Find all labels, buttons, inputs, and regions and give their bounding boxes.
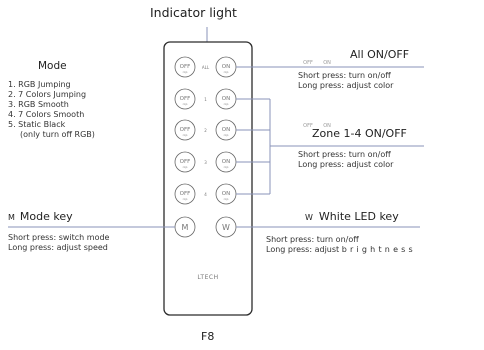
- mode-item: 1. RGB Jumping: [8, 80, 71, 89]
- white-key-label: White LED key: [318, 210, 399, 223]
- btn-subtext: rcp: [224, 165, 229, 169]
- btn-text: ON: [222, 96, 230, 102]
- zone-on-mini: ON: [323, 123, 331, 129]
- all-onoff-short: Short press: turn on/off: [298, 71, 391, 80]
- btn-text: ON: [222, 127, 230, 133]
- row-tag-3: 3: [204, 160, 207, 165]
- row-tag-4: 4: [204, 192, 207, 197]
- mode-key-long: Long press: adjust speed: [8, 243, 108, 252]
- btn-subtext: rcp: [224, 133, 229, 137]
- all-onoff-icons: OFF ON: [301, 49, 335, 68]
- zone-onoff-desc: Short press: turn on/off Long press: adj…: [298, 150, 393, 170]
- zone-off-mini: OFF: [303, 123, 313, 129]
- mode-item: 4. 7 Colors Smooth: [8, 110, 85, 119]
- btn-subtext: rcp: [183, 70, 188, 74]
- zone-onoff-short: Short press: turn on/off: [298, 150, 391, 159]
- btn-text: OFF: [180, 191, 191, 197]
- mode-button-letter: M: [182, 223, 189, 232]
- zone-onoff-label: Zone 1-4 ON/OFF: [312, 127, 407, 140]
- zone3-off-button[interactable]: [174, 151, 196, 173]
- zone2-off-button[interactable]: [174, 119, 196, 141]
- btn-subtext: rcp: [224, 70, 229, 74]
- white-key-icon: W: [305, 213, 313, 222]
- btn-subtext: rcp: [224, 102, 229, 106]
- row-tag-2: 2: [204, 128, 207, 133]
- all-off-button[interactable]: [174, 56, 196, 78]
- all-onoff-desc: Short press: turn on/off Long press: adj…: [298, 71, 393, 91]
- mode-item: 5. Static Black: [8, 120, 66, 129]
- brand-logo: LTECH: [197, 274, 218, 281]
- zone-onoff-icons: OFF ON: [301, 112, 335, 131]
- btn-subtext: rcp: [183, 133, 188, 137]
- white-key-long-prefix: Long press: adjust: [266, 245, 340, 254]
- mode-item: 2. 7 Colors Jumping: [8, 90, 87, 99]
- row-tag-1: 1: [204, 97, 207, 102]
- mode-item: 3. RGB Smooth: [8, 100, 69, 109]
- row-tag-all: ALL: [202, 65, 210, 70]
- zone4-off-button[interactable]: [174, 183, 196, 205]
- btn-subtext: rcp: [224, 197, 229, 201]
- mode-heading: Mode: [38, 60, 67, 72]
- btn-text: ON: [222, 191, 230, 197]
- mode-item: (only turn off RGB): [20, 130, 95, 139]
- remote-button-labels: OFF rcp ON rcp OFF rcp ON rcp OFF rcp ON…: [180, 64, 231, 232]
- all-onoff-label: All ON/OFF: [350, 48, 410, 61]
- zone-onoff-long: Long press: adjust color: [298, 160, 394, 169]
- btn-text: OFF: [180, 127, 191, 133]
- btn-text: OFF: [180, 159, 191, 165]
- zone1-off-button[interactable]: [174, 88, 196, 110]
- mode-key-icon: M: [8, 213, 15, 222]
- remote-body: [163, 41, 253, 316]
- mode-key-label: Mode key: [19, 210, 73, 223]
- white-button-letter: W: [222, 223, 230, 232]
- btn-subtext: rcp: [183, 197, 188, 201]
- mode-list: 1. RGB Jumping 2. 7 Colors Jumping 3. RG…: [8, 80, 95, 140]
- white-key-long: Long press: adjust brightness: [266, 245, 416, 255]
- btn-text: OFF: [180, 64, 191, 70]
- white-key-desc: Short press: turn on/off Long press: adj…: [266, 235, 416, 255]
- white-key-long-word: brightness: [341, 245, 416, 254]
- btn-text: OFF: [180, 96, 191, 102]
- mode-key-desc: Short press: switch mode Long press: adj…: [8, 233, 109, 253]
- all-on-mini: ON: [323, 60, 331, 66]
- btn-text: ON: [222, 159, 230, 165]
- white-key-heading: W White LED key: [305, 210, 399, 223]
- all-off-mini: OFF: [303, 60, 313, 66]
- model-name: F8: [201, 330, 215, 343]
- all-onoff-long: Long press: adjust color: [298, 81, 394, 90]
- white-key-short: Short press: turn on/off: [266, 235, 359, 244]
- mode-key-short: Short press: switch mode: [8, 233, 110, 242]
- indicator-light-title: Indicator light: [150, 5, 237, 20]
- mode-key-heading: M Mode key: [8, 210, 73, 223]
- btn-subtext: rcp: [183, 165, 188, 169]
- row-tags: ALL 1 2 3 4: [202, 65, 210, 197]
- callout-lines: [8, 66, 424, 228]
- btn-subtext: rcp: [183, 102, 188, 106]
- btn-text: ON: [222, 64, 230, 70]
